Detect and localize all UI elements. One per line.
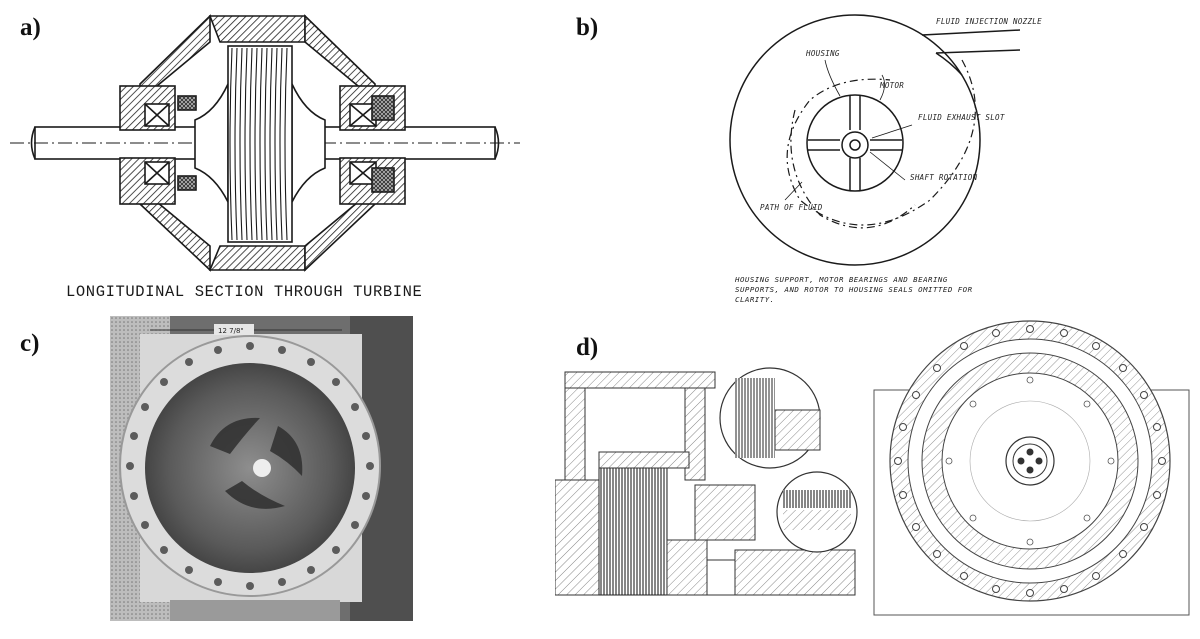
schematic-caption: HOUSING SUPPORT, MOTOR BEARINGS AND BEAR… <box>735 275 973 304</box>
cad-front-view <box>870 318 1195 618</box>
panel-label-b: b) <box>576 14 599 41</box>
panel-label-d: d) <box>576 334 599 361</box>
panel-label-c: c) <box>20 330 40 357</box>
label-nozzle: FLUID INJECTION NOZZLE <box>936 17 1042 26</box>
turbine-caption: LONGITUDINAL SECTION THROUGH TURBINE <box>66 283 423 301</box>
panel-label-a: a) <box>20 14 41 41</box>
label-shaft: SHAFT ROTATION <box>910 173 978 182</box>
turbine-section-drawing <box>0 0 560 310</box>
label-exhaust: FLUID EXHAUST SLOT <box>918 113 1005 122</box>
label-housing: HOUSING <box>805 49 840 58</box>
flow-path-schematic: FLUID INJECTION NOZZLE HOUSING MOTOR FLU… <box>700 0 1060 275</box>
label-motor: MOTOR <box>879 81 904 90</box>
cad-section-view <box>555 360 870 605</box>
prototype-photo: 12 7/8" <box>110 316 413 621</box>
dimension-label: 12 7/8" <box>218 327 244 335</box>
label-path: PATH OF FLUID <box>760 203 823 212</box>
